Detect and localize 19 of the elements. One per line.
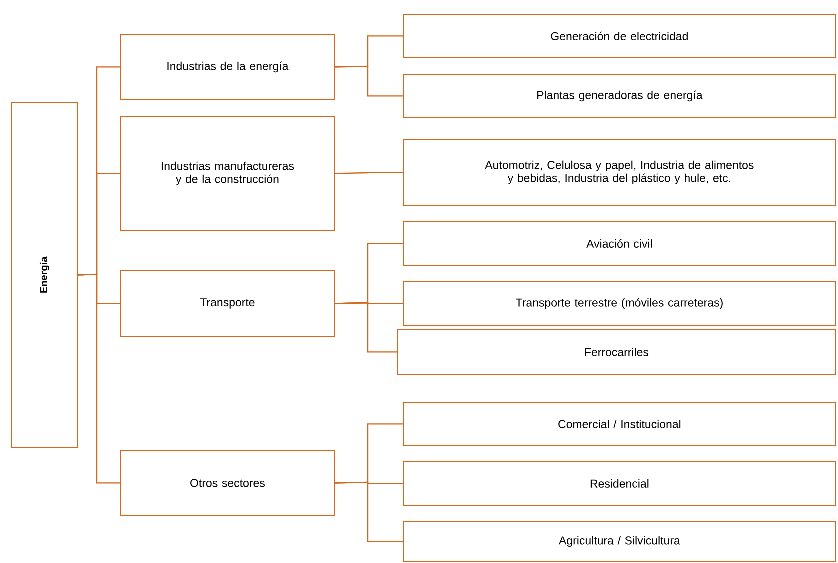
- connector-line: [335, 66, 403, 97]
- item-box: Comercial / Institucional: [403, 402, 836, 446]
- item-box: Plantas generadoras de energía: [403, 74, 836, 118]
- item-box: Generación de electricidad: [403, 14, 836, 58]
- item-box: Aviación civil: [403, 221, 836, 266]
- subcategory-box: Industrias de la energía: [120, 34, 336, 100]
- connector-line: [335, 482, 403, 542]
- connector-line: [335, 172, 403, 174]
- item-box: Automotriz, Celulosa y papel, Industria de alimentos y bebidas, Industria del plástico y hule, etc.: [403, 139, 836, 206]
- item-box: Ferrocarriles: [397, 329, 836, 376]
- category-box: Energía: [11, 102, 78, 448]
- subcategory-box: Otros sectores: [120, 450, 336, 516]
- connector-line: [78, 274, 120, 484]
- connector-line: [335, 302, 397, 353]
- item-box: Transporte terrestre (móviles carreteras): [403, 281, 836, 326]
- item-box: Residencial: [403, 461, 836, 506]
- subcategory-box: Transporte: [120, 270, 336, 338]
- subcategory-box: Industrias manufactureras y de la construcción: [120, 116, 336, 232]
- item-box: Agricultura / Silvicultura: [403, 521, 836, 562]
